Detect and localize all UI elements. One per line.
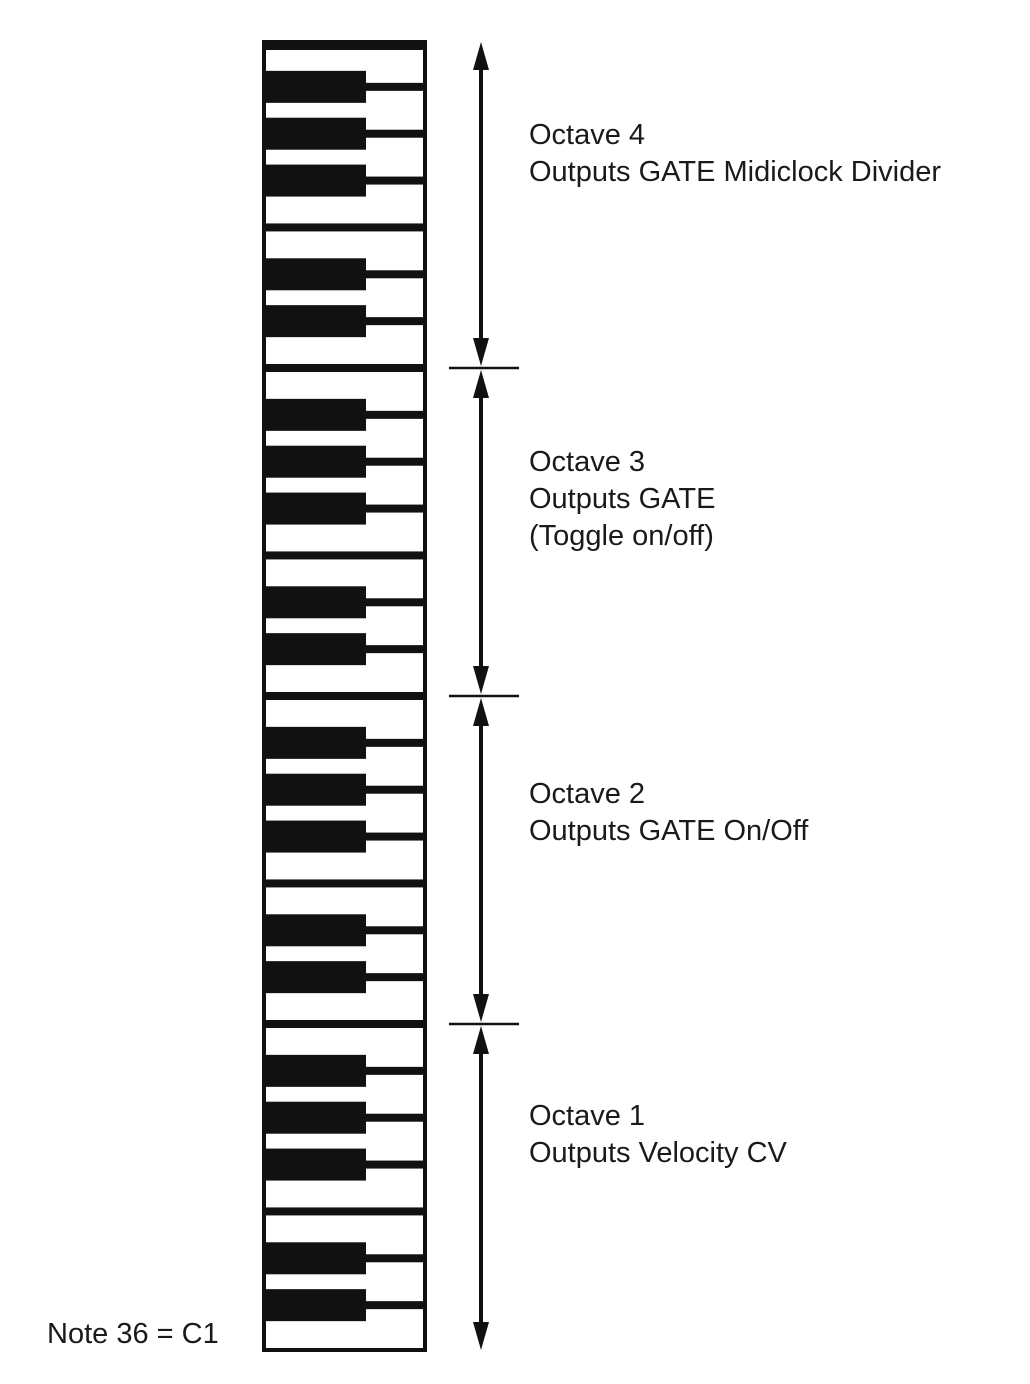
black-key-a-sharp xyxy=(262,70,366,103)
octave-3-label: Octave 3 Outputs GATE (Toggle on/off) xyxy=(529,444,715,555)
octave-1-description: Outputs Velocity CV xyxy=(529,1137,787,1169)
black-key-g-sharp xyxy=(262,445,366,478)
octave-1-title: Octave 1 xyxy=(529,1100,646,1132)
octave-4-label: Octave 4 Outputs GATE Midiclock Divider xyxy=(529,117,941,191)
white-key-divider xyxy=(262,1207,427,1216)
arrowhead-up xyxy=(473,1026,489,1054)
octave-2-range-arrow xyxy=(473,698,489,1022)
black-key-g-sharp xyxy=(262,117,366,150)
octave-2-description: Outputs GATE On/Off xyxy=(529,815,809,847)
octave-3-description-note: (Toggle on/off) xyxy=(529,520,714,552)
black-key-c-sharp xyxy=(262,305,366,338)
black-key-d-sharp xyxy=(262,586,366,619)
black-key-c-sharp xyxy=(262,633,366,666)
black-key-a-sharp xyxy=(262,726,366,759)
black-key-a-sharp xyxy=(262,398,366,431)
piano-keyboard xyxy=(262,40,427,1352)
white-key-divider xyxy=(262,364,427,372)
lowest-note-label: Note 36 = C1 xyxy=(47,1318,219,1350)
keyboard-top-edge xyxy=(262,40,427,50)
black-key-d-sharp xyxy=(262,258,366,291)
black-key-c-sharp xyxy=(262,961,366,994)
octave-dimension-lines xyxy=(449,42,519,1350)
white-key-divider xyxy=(262,551,427,560)
black-key-g-sharp xyxy=(262,773,366,806)
octave-4-description: Outputs GATE Midiclock Divider xyxy=(529,156,942,188)
black-key-f-sharp xyxy=(262,820,366,853)
arrowhead-up xyxy=(473,698,489,726)
octave-1-range-arrow xyxy=(473,1026,489,1350)
octave-4-title: Octave 4 xyxy=(529,119,646,151)
black-key-c-sharp xyxy=(262,1289,366,1322)
white-key-divider xyxy=(262,223,427,232)
black-key-g-sharp xyxy=(262,1101,366,1134)
octave-1-label: Octave 1 Outputs Velocity CV xyxy=(529,1098,787,1172)
white-key-divider xyxy=(262,879,427,888)
black-key-f-sharp xyxy=(262,164,366,197)
octave-2-label: Octave 2 Outputs GATE On/Off xyxy=(529,776,808,850)
octave-2-title: Octave 2 xyxy=(529,778,646,810)
black-key-d-sharp xyxy=(262,1242,366,1275)
arrowhead-down xyxy=(473,994,489,1022)
white-key-divider xyxy=(262,692,427,700)
black-key-f-sharp xyxy=(262,492,366,525)
octave-4-range-arrow xyxy=(473,42,489,366)
black-key-a-sharp xyxy=(262,1054,366,1087)
arrowhead-down xyxy=(473,666,489,694)
white-key-divider xyxy=(262,1020,427,1028)
arrowhead-up xyxy=(473,370,489,398)
octave-3-description: Outputs GATE xyxy=(529,483,716,515)
octave-3-range-arrow xyxy=(473,370,489,694)
black-key-d-sharp xyxy=(262,914,366,947)
arrowhead-down xyxy=(473,1322,489,1350)
octave-3-title: Octave 3 xyxy=(529,446,646,478)
arrowhead-up xyxy=(473,42,489,70)
arrowhead-down xyxy=(473,338,489,366)
black-key-f-sharp xyxy=(262,1148,366,1181)
